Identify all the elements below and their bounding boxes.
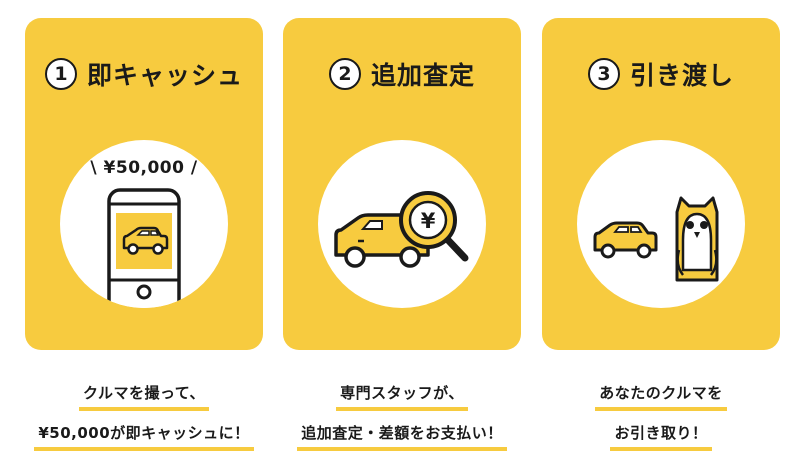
step-title: 追加査定 [370,61,475,90]
caption-line: ¥50,000が即キャッシュに！ [34,424,254,451]
price-slash-right: / [184,158,198,178]
yen-symbol: ¥ [421,209,436,233]
step-card-1: 1 即キャッシュ \ ¥50,000 / [25,18,263,350]
step-caption-3: あなたのクルマを [531,384,791,411]
step-header-1: 1 即キャッシュ [25,56,263,92]
illustration-circle: \ ¥50,000 / [60,140,228,308]
caption-line: 追加査定・差額をお支払い！ [297,424,507,451]
car-magnifier-icon: ¥ [334,191,469,268]
handover-icon [593,196,719,282]
step-caption-3b: お引き取り！ [531,424,791,451]
step-header-3: 3 引き渡し [542,56,780,92]
illustration-circle: ¥ [318,140,486,308]
step-number-badge: 3 [587,58,620,90]
step-caption-1b: ¥50,000が即キャッシュに！ [14,424,274,451]
price-label: \ ¥50,000 / [60,158,228,178]
step-card-3: 3 引き渡し [542,18,780,350]
step-caption-1: クルマを撮って、 [14,384,274,411]
step-caption-2b: 追加査定・差額をお支払い！ [272,424,532,451]
caption-line: 専門スタッフが、 [336,384,468,411]
step-card-2: 2 追加査定 ¥ [283,18,521,350]
magnifier-icon: ¥ [399,191,469,262]
smartphone-icon [107,188,181,308]
caption-line: お引き取り！ [610,424,712,451]
step-number-badge: 2 [328,58,361,90]
illustration-circle [577,140,745,308]
step-title: 引き渡し [629,61,734,90]
car-icon [122,226,169,255]
car-icon [593,221,658,259]
step-caption-2: 専門スタッフが、 [272,384,532,411]
price-value: ¥50,000 [103,158,185,178]
owl-mascot-icon [675,196,719,282]
step-title: 即キャッシュ [86,61,243,90]
caption-line: クルマを撮って、 [78,384,210,411]
step-header-2: 2 追加査定 [283,56,521,92]
step-number-badge: 1 [44,58,77,90]
price-slash-left: \ [90,158,104,178]
caption-line: あなたのクルマを [595,384,727,411]
